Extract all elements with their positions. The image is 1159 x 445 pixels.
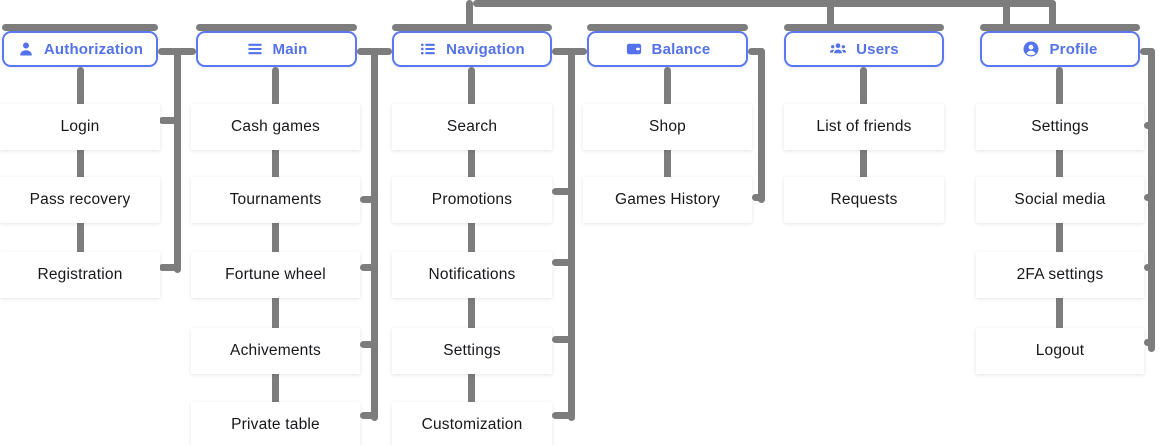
page-node-cash-games[interactable]: Cash games (191, 104, 360, 150)
page-node-settings[interactable]: Settings (392, 328, 552, 374)
page-node-login[interactable]: Login (0, 104, 160, 150)
page-node-label: Achivements (230, 342, 321, 359)
section-label: Main (272, 40, 308, 58)
connector-line (360, 196, 378, 203)
page-node-label: List of friends (816, 118, 912, 135)
connector-line (1140, 48, 1155, 55)
connector-line (552, 259, 575, 266)
section-label: Navigation (446, 40, 525, 58)
page-node-fortune-wheel[interactable]: Fortune wheel (191, 252, 360, 298)
page-node-pass-recovery[interactable]: Pass recovery (0, 177, 160, 223)
page-node-label: Shop (649, 118, 686, 135)
page-node-notifications[interactable]: Notifications (392, 252, 552, 298)
page-node-search[interactable]: Search (392, 104, 552, 150)
connector-line (568, 48, 575, 421)
connector-line (1003, 0, 1010, 31)
connector-line (752, 194, 765, 201)
page-node-social-media[interactable]: Social media (976, 177, 1144, 223)
page-node-label: Promotions (431, 191, 513, 208)
section-label: Authorization (43, 40, 144, 58)
connector-line (272, 67, 279, 412)
person-icon (17, 40, 35, 58)
connector-line (473, 0, 1056, 7)
page-node-label: Requests (830, 191, 898, 208)
connector-line (748, 48, 765, 55)
connector-line (784, 24, 944, 31)
page-node-label: Customization (421, 416, 523, 433)
connector-line (360, 264, 378, 271)
menu-icon (246, 40, 264, 58)
page-node-settings[interactable]: Settings (976, 104, 1144, 150)
page-node-label: Fortune wheel (225, 266, 326, 283)
connector-line (758, 48, 765, 203)
connector-line (1144, 122, 1155, 129)
page-node-label: Notifications (428, 266, 516, 283)
connector-line (392, 24, 552, 31)
connector-line (2, 24, 158, 31)
connector-line (77, 67, 84, 262)
person-circle-icon (1022, 40, 1040, 58)
page-node-achivements[interactable]: Achivements (191, 328, 360, 374)
page-node-label: Logout (1035, 342, 1085, 359)
connector-line (159, 117, 181, 124)
page-node-tournaments[interactable]: Tournaments (191, 177, 360, 223)
section-label: Balance (651, 40, 711, 58)
page-node-label: Games History (614, 191, 721, 208)
section-node-main[interactable]: Main (196, 31, 357, 67)
page-node-label: Settings (443, 342, 501, 359)
connector-line (1144, 194, 1155, 201)
page-node-label: Tournaments (229, 191, 322, 208)
connector-line (360, 412, 378, 419)
connector-line (1144, 264, 1155, 271)
page-node-requests[interactable]: Requests (784, 177, 944, 223)
wallet-icon (625, 40, 643, 58)
page-node-private-table[interactable]: Private table (191, 402, 360, 445)
page-node-label: 2FA settings (1016, 266, 1104, 283)
page-node-registration[interactable]: Registration (0, 252, 160, 298)
section-node-navigation[interactable]: Navigation (392, 31, 552, 67)
page-node-list-of-friends[interactable]: List of friends (784, 104, 944, 150)
section-node-authorization[interactable]: Authorization (2, 31, 158, 67)
users-group-icon (829, 40, 847, 58)
connector-line (552, 188, 575, 195)
connector-line (360, 341, 378, 348)
page-node-label: Login (60, 118, 100, 135)
page-node-logout[interactable]: Logout (976, 328, 1144, 374)
connector-line (1144, 339, 1155, 346)
page-node-2fa-settings[interactable]: 2FA settings (976, 252, 1144, 298)
connector-line (587, 24, 748, 31)
section-node-balance[interactable]: Balance (587, 31, 748, 67)
page-node-label: Social media (1014, 191, 1106, 208)
page-node-label: Pass recovery (29, 191, 131, 208)
page-node-customization[interactable]: Customization (392, 402, 552, 445)
section-node-profile[interactable]: Profile (980, 31, 1140, 67)
connector-line (468, 67, 475, 412)
page-node-promotions[interactable]: Promotions (392, 177, 552, 223)
page-node-label: Private table (231, 416, 320, 433)
connector-line (552, 336, 575, 343)
connector-line (159, 264, 181, 271)
connector-line (1049, 0, 1056, 31)
section-node-users[interactable]: Users (784, 31, 944, 67)
page-node-shop[interactable]: Shop (583, 104, 752, 150)
page-node-label: Settings (1031, 118, 1089, 135)
connector-line (552, 412, 575, 419)
page-node-games-history[interactable]: Games History (583, 177, 752, 223)
list-icon (419, 40, 437, 58)
page-node-label: Registration (37, 266, 123, 283)
section-label: Users (856, 40, 899, 58)
page-node-label: Search (446, 118, 498, 135)
connector-line (466, 0, 473, 31)
section-label: Profile (1049, 40, 1098, 58)
connector-line (196, 24, 357, 31)
connector-line (371, 48, 378, 421)
page-node-label: Cash games (230, 118, 320, 135)
connector-line (980, 24, 1140, 31)
connector-line (827, 0, 834, 31)
connector-line (174, 48, 181, 273)
